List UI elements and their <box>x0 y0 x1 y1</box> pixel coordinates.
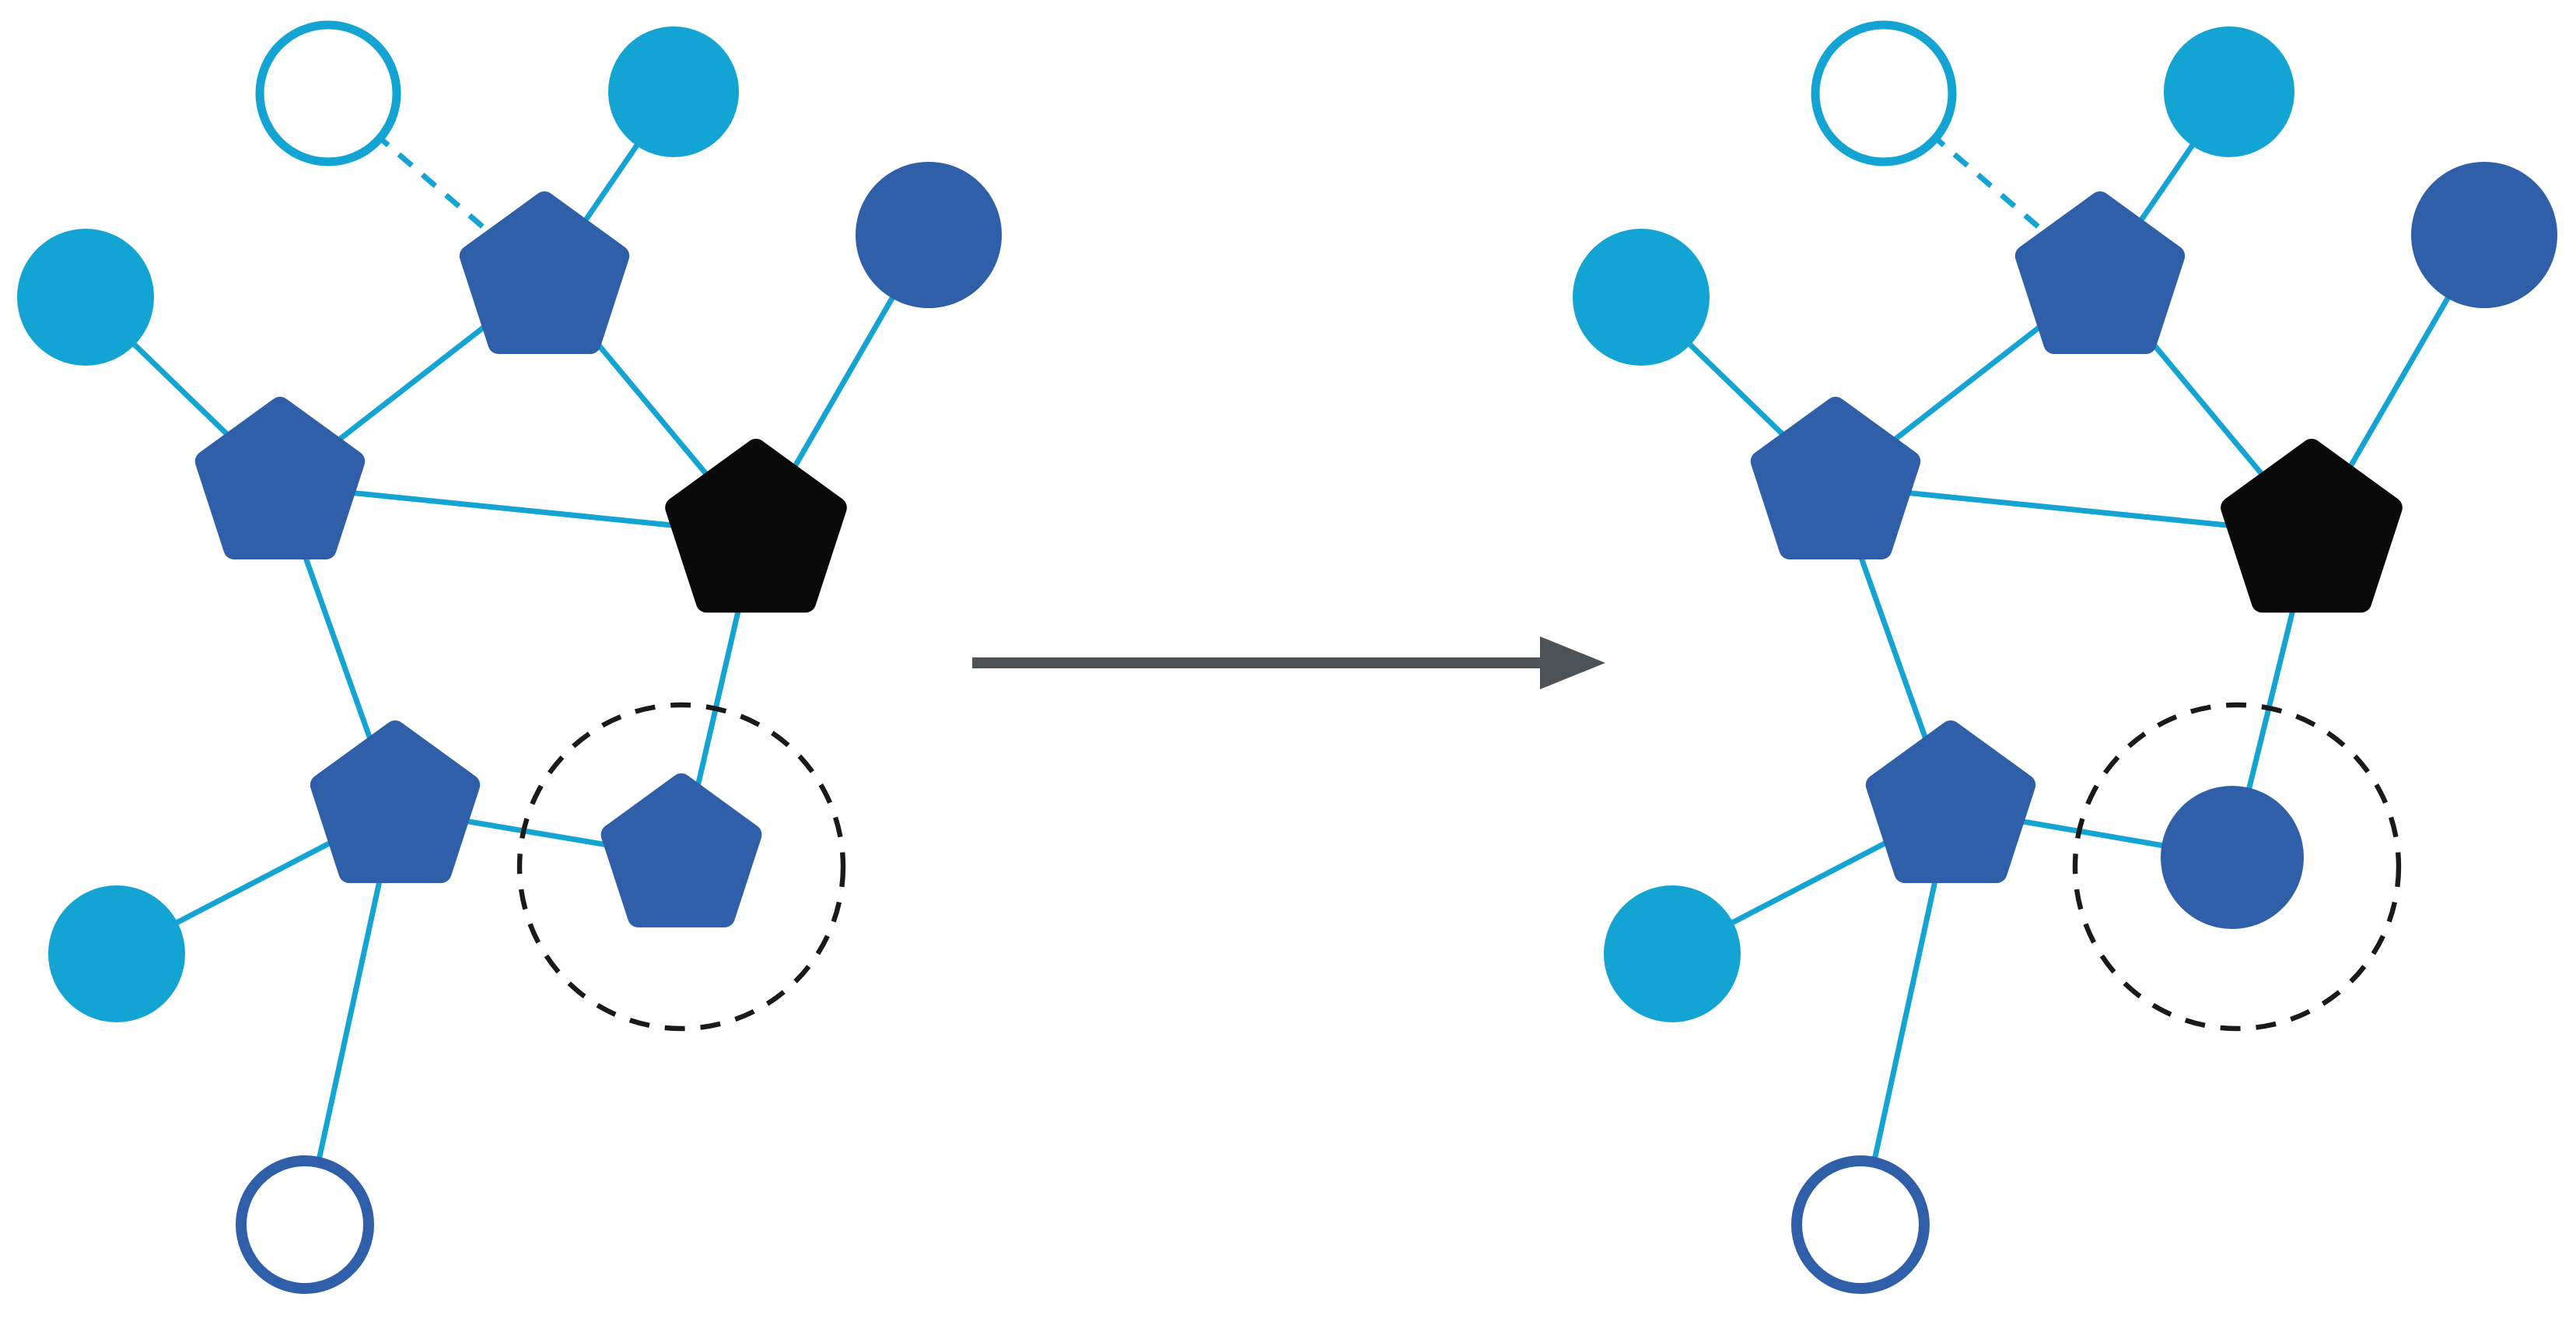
left-graph-cyan-circle-top <box>608 26 739 157</box>
left-graph-target-node <box>600 773 762 927</box>
right-graph-cyan-circle-bottom <box>1604 885 1741 1022</box>
left-graph-open-cyan-circle <box>255 20 401 166</box>
left-graph-open-dark-circle <box>236 1155 374 1294</box>
right-graph-pentagon-lower <box>1865 720 2036 883</box>
left-graph-pentagon-top <box>459 191 630 354</box>
right-graph <box>1573 20 2557 1294</box>
right-graph-open-cyan-circle <box>1811 20 1957 166</box>
left-graph-cyan-circle-left <box>17 229 154 366</box>
left-graph <box>17 20 1002 1294</box>
left-graph-dark-circle-top-right <box>856 162 1002 308</box>
left-graph-pentagon-lower <box>310 720 481 883</box>
left-graph-cyan-circle-bottom <box>48 885 185 1022</box>
right-graph-highlight-halo <box>2072 702 2402 1032</box>
right-graph-pentagon-top <box>2014 191 2186 354</box>
right-graph-pentagon-black <box>2221 439 2403 613</box>
right-graph-open-dark-circle <box>1791 1155 1930 1294</box>
right-graph-target-node <box>2161 786 2304 929</box>
right-graph-cyan-circle-left <box>1573 229 1710 366</box>
right-graph-dark-circle-top-right <box>2411 162 2557 308</box>
left-graph-pentagon-left <box>194 397 366 559</box>
right-graph-pentagon-left <box>1750 397 1921 559</box>
left-graph-highlight-halo <box>516 702 846 1032</box>
transformation-arrow-head <box>1540 636 1605 689</box>
right-graph-cyan-circle-top <box>2164 26 2294 157</box>
left-graph-pentagon-black <box>665 439 847 613</box>
